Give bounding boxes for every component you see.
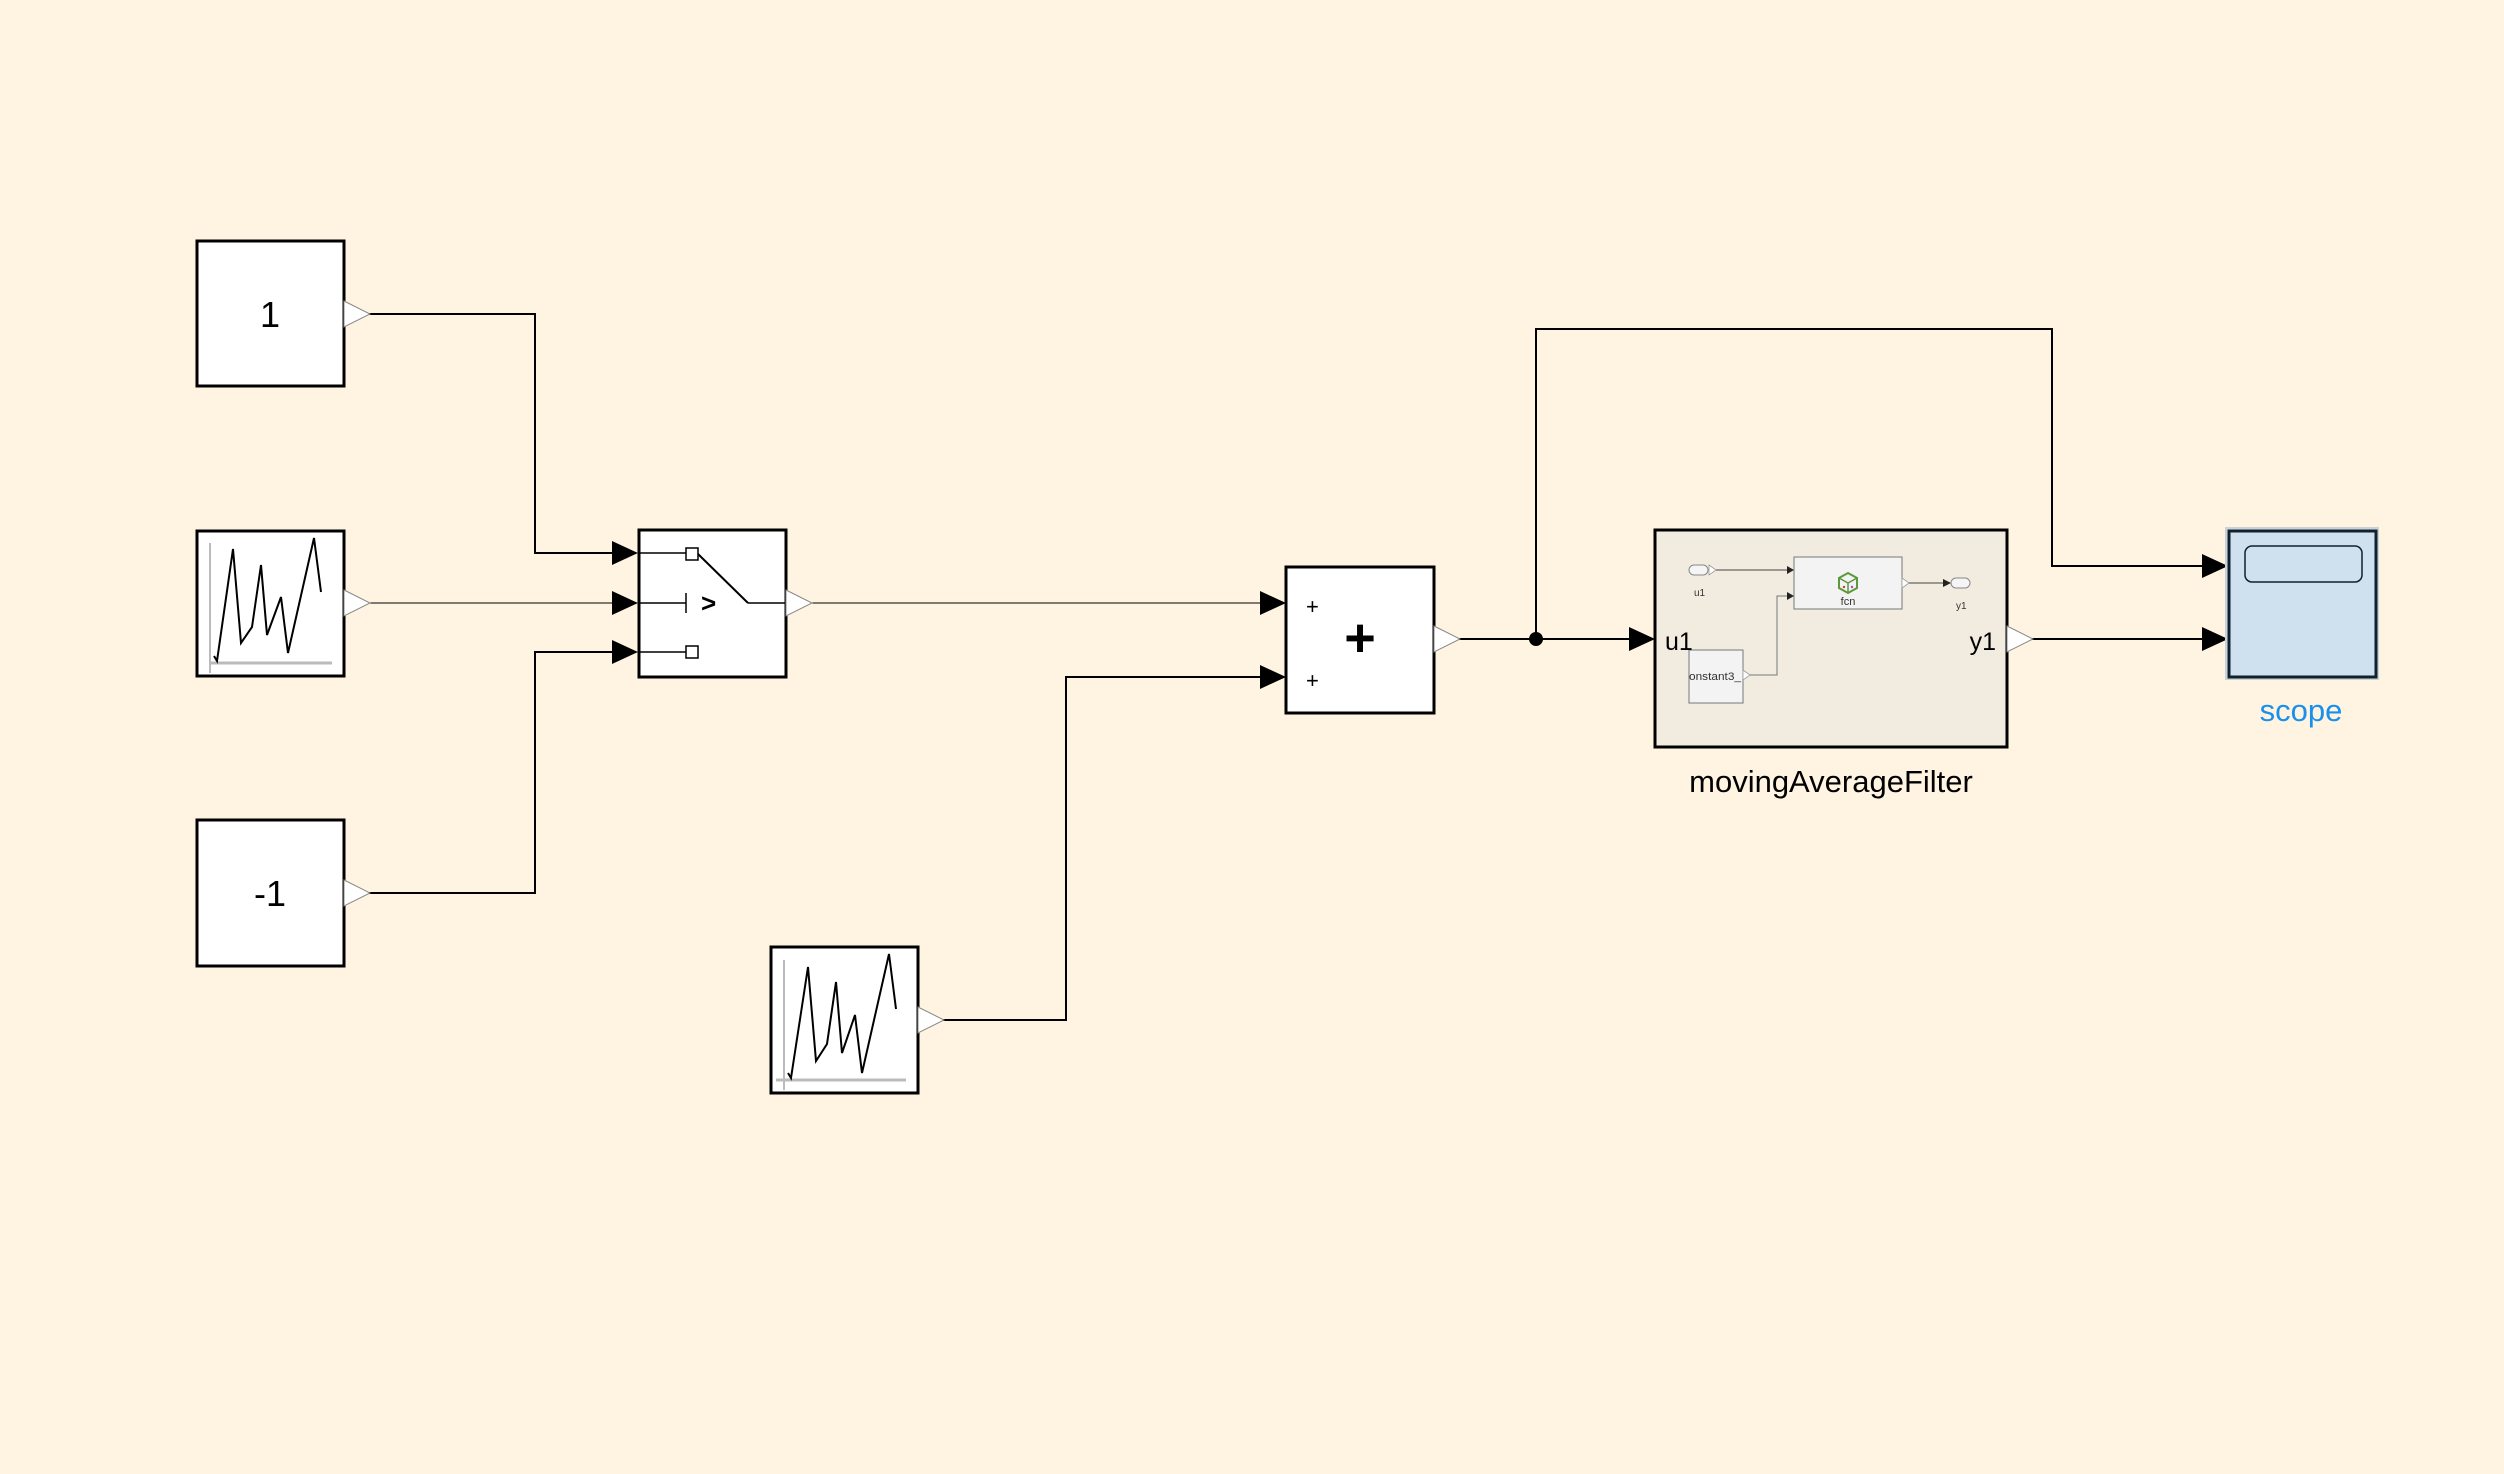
subsystem-out-port-label: y1 <box>1970 628 1996 656</box>
signal-line-constneg-to-switch[interactable] <box>368 651 612 894</box>
random-source-block-2[interactable] <box>769 945 946 1095</box>
output-port-icon[interactable] <box>2006 625 2035 653</box>
preview-function-label: fcn <box>1841 596 1856 608</box>
random-source-block-1[interactable] <box>195 529 372 678</box>
random-signal-icon <box>209 537 332 673</box>
preview-constant-label: onstant3_ <box>1689 671 1742 683</box>
switch-icon <box>639 547 786 659</box>
switch-block[interactable]: > <box>637 528 814 679</box>
constant-block-negative[interactable]: -1 <box>195 818 372 968</box>
scope-name-label[interactable]: scope <box>2260 693 2343 728</box>
arrowhead <box>612 541 638 565</box>
constant-value: -1 <box>254 873 286 914</box>
switch-threshold-symbol: > <box>701 588 716 618</box>
arrowhead <box>2202 554 2228 578</box>
output-port-icon[interactable] <box>343 879 372 907</box>
sum-main-symbol: + <box>1344 608 1376 668</box>
output-port-icon[interactable] <box>343 589 372 617</box>
subsystem-preview: u1 fcn y1 onstant3_ <box>1688 556 1971 704</box>
arrowhead <box>612 640 638 664</box>
arrowhead <box>612 591 638 615</box>
arrowhead <box>2202 627 2228 651</box>
signal-line-random2-to-sum[interactable] <box>943 676 1260 1021</box>
random-signal-icon <box>776 953 906 1090</box>
signal-line-const1-to-switch[interactable] <box>368 313 612 554</box>
constant-value: 1 <box>260 294 280 335</box>
subsystem-in-port-label: u1 <box>1665 628 1693 656</box>
output-port-icon[interactable] <box>785 589 814 617</box>
arrowhead <box>1260 591 1286 615</box>
preview-outport-icon <box>1950 577 1971 589</box>
constant-block-positive[interactable]: 1 <box>195 239 372 388</box>
scope-block[interactable] <box>2225 527 2379 680</box>
signal-lines <box>368 313 2228 1021</box>
subsystem-name-label[interactable]: movingAverageFilter <box>1689 764 1973 799</box>
subsystem-block-moving-average-filter[interactable]: u1 fcn y1 onstant3_ u <box>1653 528 2035 749</box>
sum-block[interactable]: + + + <box>1284 565 1462 715</box>
signal-line-branch-to-scope[interactable] <box>1535 328 2202 639</box>
preview-inport-label: u1 <box>1694 588 1706 599</box>
sum-input-sign-2: + <box>1306 668 1319 693</box>
arrowhead <box>1260 665 1286 689</box>
output-port-icon[interactable] <box>1433 625 1462 653</box>
arrowhead <box>1629 627 1655 651</box>
preview-inport-icon <box>1688 564 1709 576</box>
matlab-function-cube-icon <box>1838 571 1858 595</box>
branch-junction-dot <box>1529 632 1543 646</box>
sum-input-sign-1: + <box>1306 594 1319 619</box>
output-port-icon[interactable] <box>917 1006 946 1034</box>
output-port-icon[interactable] <box>343 300 372 328</box>
scope-screen-icon <box>2244 545 2363 583</box>
preview-outport-label: y1 <box>1956 601 1967 612</box>
